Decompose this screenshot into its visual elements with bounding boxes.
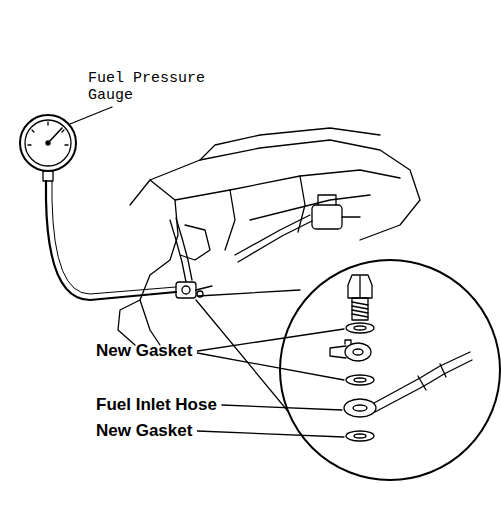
leader-line — [197, 431, 344, 437]
leader-line — [222, 405, 342, 410]
part-label: New Gasket — [96, 421, 192, 441]
part-label: New Gasket — [96, 341, 192, 361]
leader-line — [197, 329, 344, 351]
leader-line — [70, 107, 112, 124]
leader-line — [197, 353, 344, 380]
gauge-label: Fuel Pressure Gauge — [88, 70, 218, 104]
part-label: Fuel Inlet Hose — [96, 395, 217, 415]
